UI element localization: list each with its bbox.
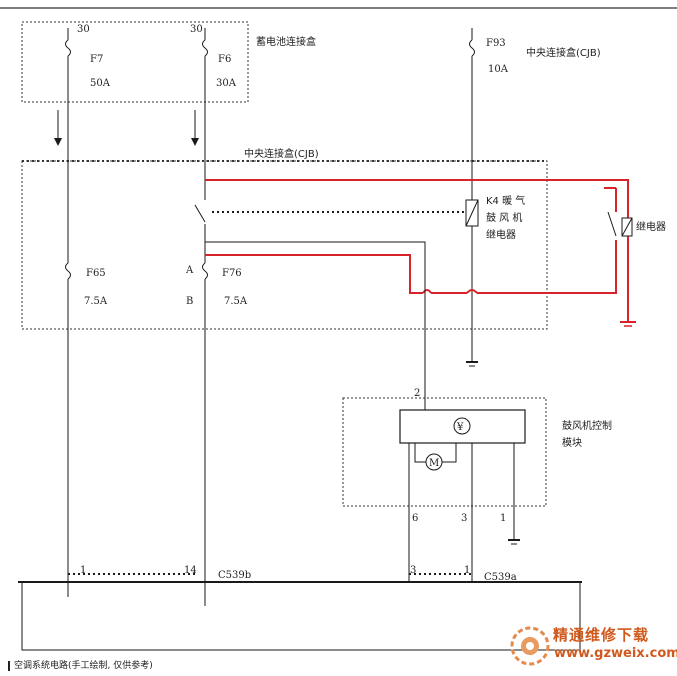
fuse-f7 [65,28,71,597]
module-label-line2: 模块 [562,437,582,449]
caption-bar [8,660,10,671]
fuse-f93 [465,28,479,367]
yen-symbol: ¥ [456,422,464,433]
cjb-top-label: 中央连接盒(CJB) [526,46,601,59]
f7-rating-label: 50A [90,78,111,89]
pin-b-label: B [186,296,193,307]
f65-rating-label: 7.5A [84,296,108,307]
right-relay-label: 继电器 [636,220,666,233]
f93-rating-label: 10A [488,64,509,75]
blower-module-box [342,397,547,507]
red-wire-bottom [205,240,617,294]
f93-name-label: F93 [486,38,506,49]
red-wire-top [205,179,636,327]
arrow-down-f6 [191,110,199,146]
k4-switch-contact [194,204,206,223]
battery-box-label: 蓄电池连接盒 [256,35,316,48]
motor-icon [425,453,443,471]
k4-label-line2: 鼓 风 机 [486,211,522,224]
f76-rating-label: 7.5A [224,296,248,307]
cjb-main-label: 中央连接盒(CJB) [244,147,319,160]
k4-label-line3: 继电器 [486,228,516,241]
wire-to-module-pin2 [205,241,426,410]
module-pin-1: 1 [500,513,506,524]
blower-module [399,409,526,582]
conn-pin-1: 1 [80,565,86,576]
conn-pin-14: 14 [184,565,197,576]
f76-name-label: F76 [222,268,242,279]
module-pin-2: 2 [414,388,420,399]
battery-junction-box [21,21,249,103]
pin-a-label: A [185,265,194,276]
f6-pin-label: 30 [190,24,203,35]
f65-name-label: F65 [86,268,106,279]
k4-label-line1: K4 暖 气 [486,194,525,207]
module-pin-6: 6 [412,513,418,524]
connector-c539a-label: C539a [484,572,517,583]
connector-c539b-label: C539b [218,570,251,581]
conn-pin-3: 3 [410,565,416,576]
f6-name-label: F6 [218,54,231,65]
f7-name-label: F7 [90,54,103,65]
fuse-f6 [194,28,208,606]
figure-caption: 空调系统电路(手工绘制, 仅供参考) [8,658,153,671]
right-relay [604,187,633,237]
watermark-logo-icon [510,626,550,666]
conn-pin-1b: 1 [464,565,470,576]
arrow-down-f7 [54,110,62,146]
watermark-title: 精通维修下载 [553,626,650,644]
f6-rating-label: 30A [216,78,237,89]
bottom-connector [18,573,582,651]
transistor-icon [453,417,471,435]
module-label-line1: 鼓风机控制 [562,419,612,432]
watermark-url: www.gzweix.com [554,646,677,661]
motor-symbol: M [429,458,439,469]
watermark: 精通维修下载 www.gzweix.com [508,618,677,670]
central-junction-box [21,160,548,330]
f7-pin-label: 30 [77,24,90,35]
module-pin-3: 3 [461,513,467,524]
caption-text: 空调系统电路(手工绘制, 仅供参考) [14,661,153,671]
